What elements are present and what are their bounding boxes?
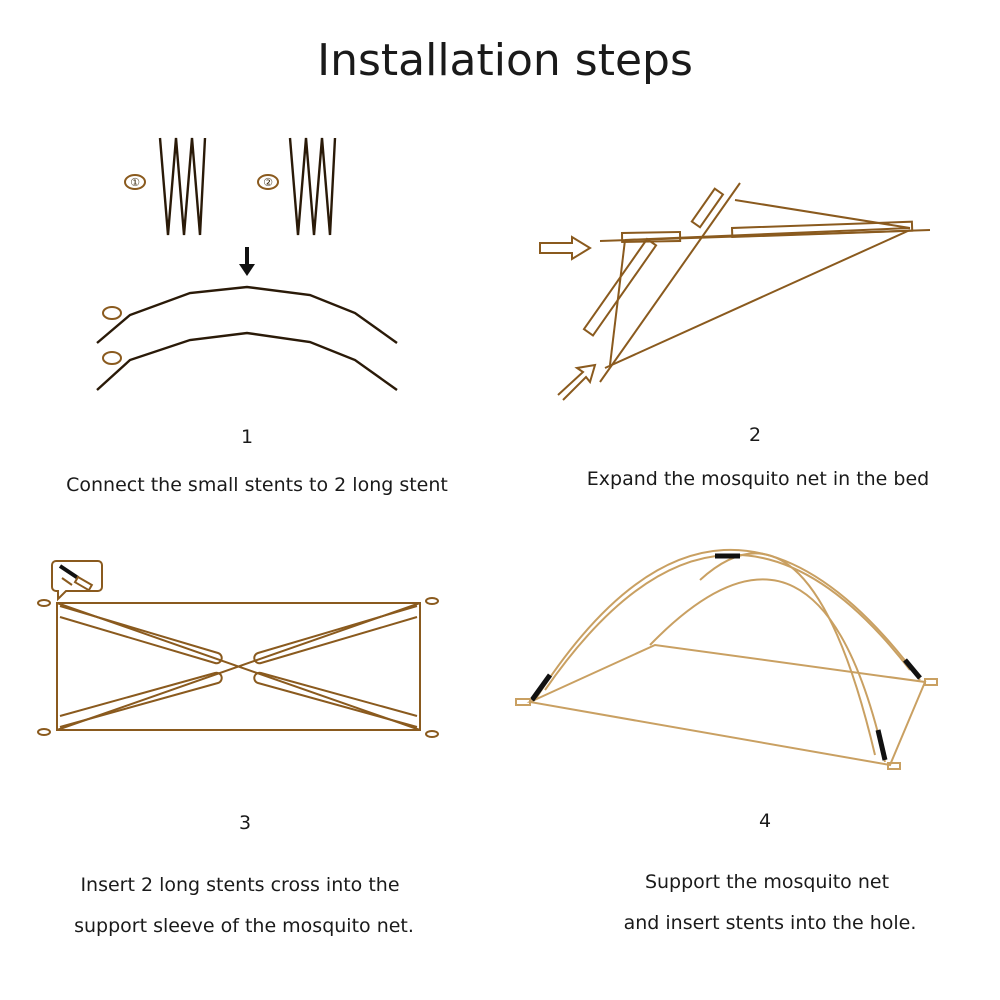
long-stent-1 [96, 285, 398, 344]
step-3-caption-line-2: support sleeve of the mosquito net. [74, 915, 414, 937]
sleeve [253, 605, 418, 665]
step-2-number: 2 [749, 424, 761, 446]
step-4-caption-line-1: Support the mosquito net [645, 871, 889, 893]
right-arrow-icon [539, 235, 592, 261]
page-title: Installation steps [317, 35, 693, 86]
step-4-illustration [515, 548, 938, 770]
folded-stent-2: ② [257, 137, 337, 236]
step-3-number: 3 [239, 812, 251, 834]
step-3-caption-line-1: Insert 2 long stents cross into the [80, 874, 399, 896]
step-3-illustration [37, 560, 439, 738]
down-arrow-icon [239, 247, 255, 276]
long-stent-2 [96, 331, 398, 391]
sleeve [253, 671, 418, 728]
step-1-number: 1 [241, 426, 253, 448]
step-2-caption: Expand the mosquito net in the bed [587, 468, 929, 490]
up-right-arrow-icon [557, 363, 597, 401]
sleeve [59, 671, 223, 728]
sleeve-callout-icon [51, 560, 103, 602]
step-1-caption: Connect the small stents to 2 long stent [66, 474, 448, 496]
marker-1: ① [130, 176, 140, 189]
step-1-illustration: ① ② [96, 137, 398, 391]
step-4-caption-line-2: and insert stents into the hole. [624, 912, 917, 934]
sleeve [59, 605, 223, 665]
step-4-number: 4 [759, 810, 771, 832]
step-2-illustration [539, 182, 931, 401]
folded-stent-1: ① [124, 137, 207, 236]
marker-2: ② [263, 176, 273, 189]
